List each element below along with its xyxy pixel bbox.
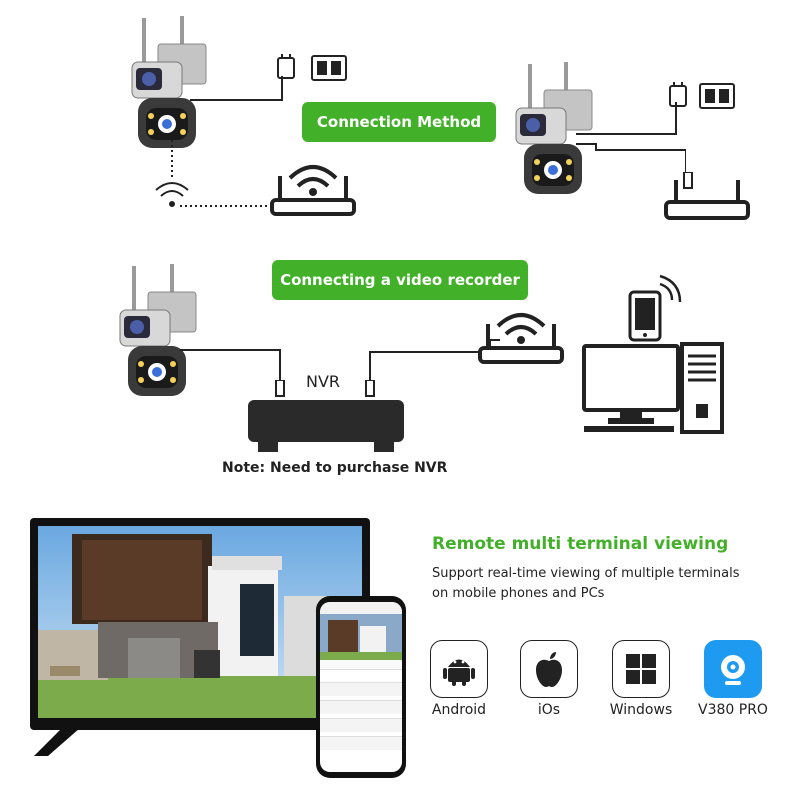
- smartphone-icon: [628, 274, 682, 342]
- android-label: Android: [431, 702, 487, 718]
- power-cable: [576, 102, 686, 178]
- phone-screen: [320, 602, 402, 772]
- apple-icon: [520, 640, 578, 698]
- remote-viewing-title: Remote multi terminal viewing: [432, 534, 729, 554]
- camera-icon: [131, 16, 207, 148]
- power-cable: [190, 76, 283, 101]
- tv-screen-image: [38, 526, 362, 718]
- camera-icon: [119, 264, 197, 396]
- ethernet-plug: [275, 380, 285, 397]
- power-adapter-icon: [669, 82, 735, 109]
- camera-icon: [515, 62, 593, 194]
- wireless-link: [155, 140, 278, 207]
- router-icon: [270, 165, 356, 216]
- power-adapter-icon: [277, 54, 347, 81]
- nvr-note: Note: Need to purchase NVR: [222, 460, 448, 476]
- remote-description-line2: on mobile phones and PCs: [432, 586, 605, 601]
- remote-description-line1: Support real-time viewing of multiple te…: [432, 566, 740, 581]
- video-recorder-title: Connecting a video recorder: [272, 260, 528, 300]
- nvr-label: NVR: [306, 372, 341, 391]
- nvr-device-icon: [248, 400, 404, 452]
- router-icon: [478, 313, 564, 364]
- desktop-computer-icon: [582, 342, 724, 434]
- connection-method-title: Connection Method: [302, 102, 496, 142]
- router-icon: [664, 180, 750, 220]
- v380-pro-label: V380 PRO: [698, 702, 768, 718]
- windows-icon: [612, 640, 670, 698]
- windows-label: Windows: [609, 702, 673, 718]
- android-icon: [430, 640, 488, 698]
- v380-pro-icon: [704, 640, 762, 698]
- ethernet-plug: [365, 380, 375, 397]
- ios-label: iOs: [537, 702, 561, 718]
- ethernet-plug: [683, 172, 693, 189]
